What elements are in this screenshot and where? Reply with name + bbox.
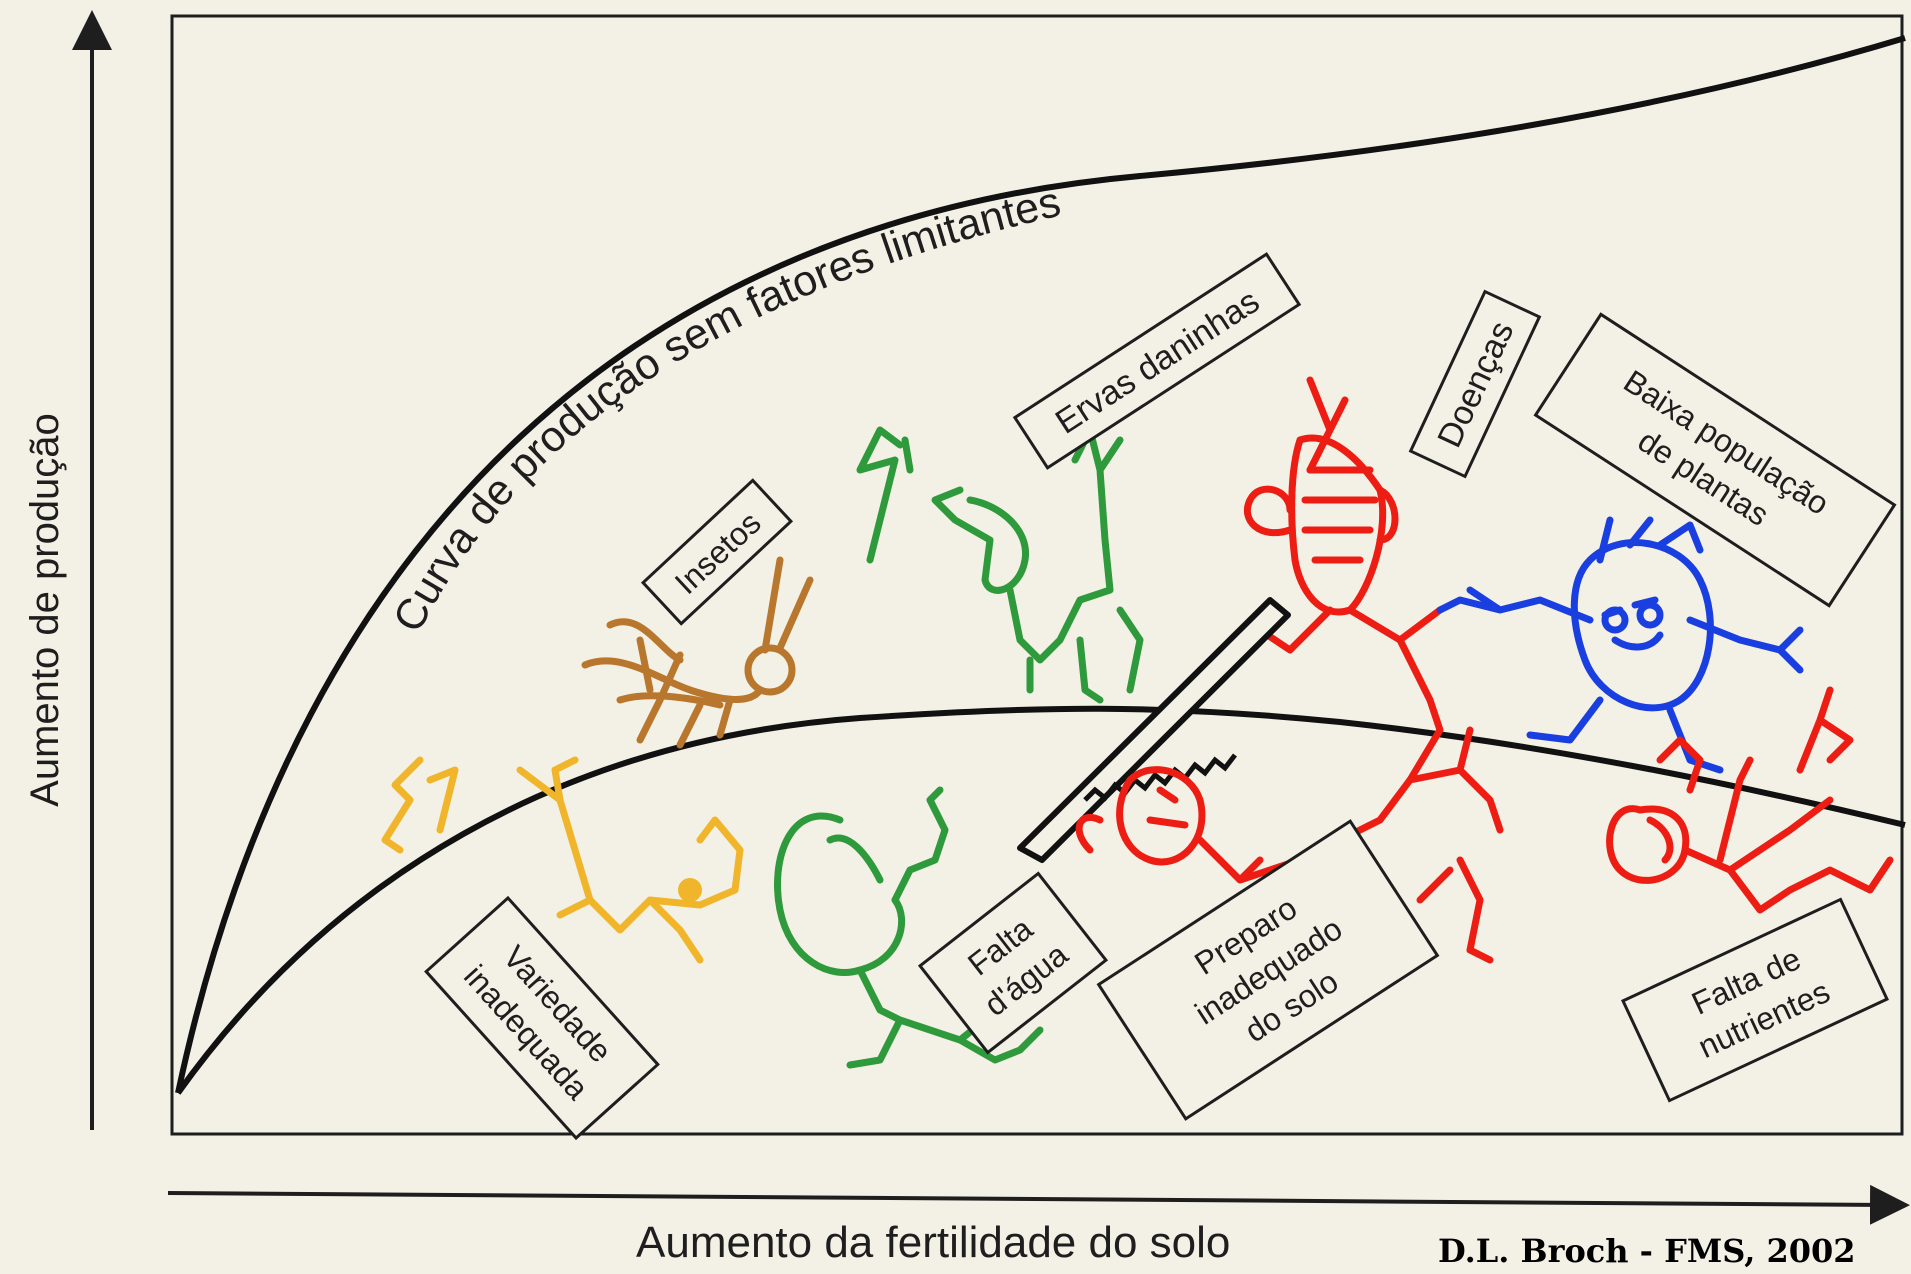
label-ervas: Ervas daninhas (1012, 252, 1302, 470)
label-variedade: Variedade inadequada (424, 895, 660, 1141)
plot-frame (170, 14, 1904, 1136)
agua-character (774, 786, 1044, 1069)
nutrientes-character (1606, 686, 1894, 914)
populacao-character (1436, 516, 1804, 774)
doencas-character (1243, 376, 1444, 704)
insetos-character (581, 556, 814, 749)
preparo-character (1075, 696, 1504, 964)
curve-without-limiting-factors (175, 35, 1906, 1094)
label-doencas: Doenças (1408, 289, 1542, 479)
x-axis-label: Aumento da fertilidade do solo (636, 1218, 1230, 1267)
label-nutrientes: Falta de nutrientes (1621, 897, 1889, 1103)
label-insetos: Insetos (640, 478, 794, 626)
label-ervas-line-1: Ervas daninhas (1049, 282, 1266, 442)
saw-character (1017, 597, 1291, 863)
y-axis-label: Aumento de produção (23, 413, 67, 807)
variedade-character (381, 756, 744, 964)
ervas-character (856, 426, 1144, 704)
x-axis-arrow (167, 1184, 1910, 1225)
credit: D.L. Broch - FMS, 2002 (1438, 1232, 1856, 1270)
label-agua: Falta d'água (917, 871, 1109, 1055)
curve-with-limiting-factors (175, 705, 1906, 1095)
label-preparo: Preparo inadequado do solo (1096, 819, 1440, 1121)
